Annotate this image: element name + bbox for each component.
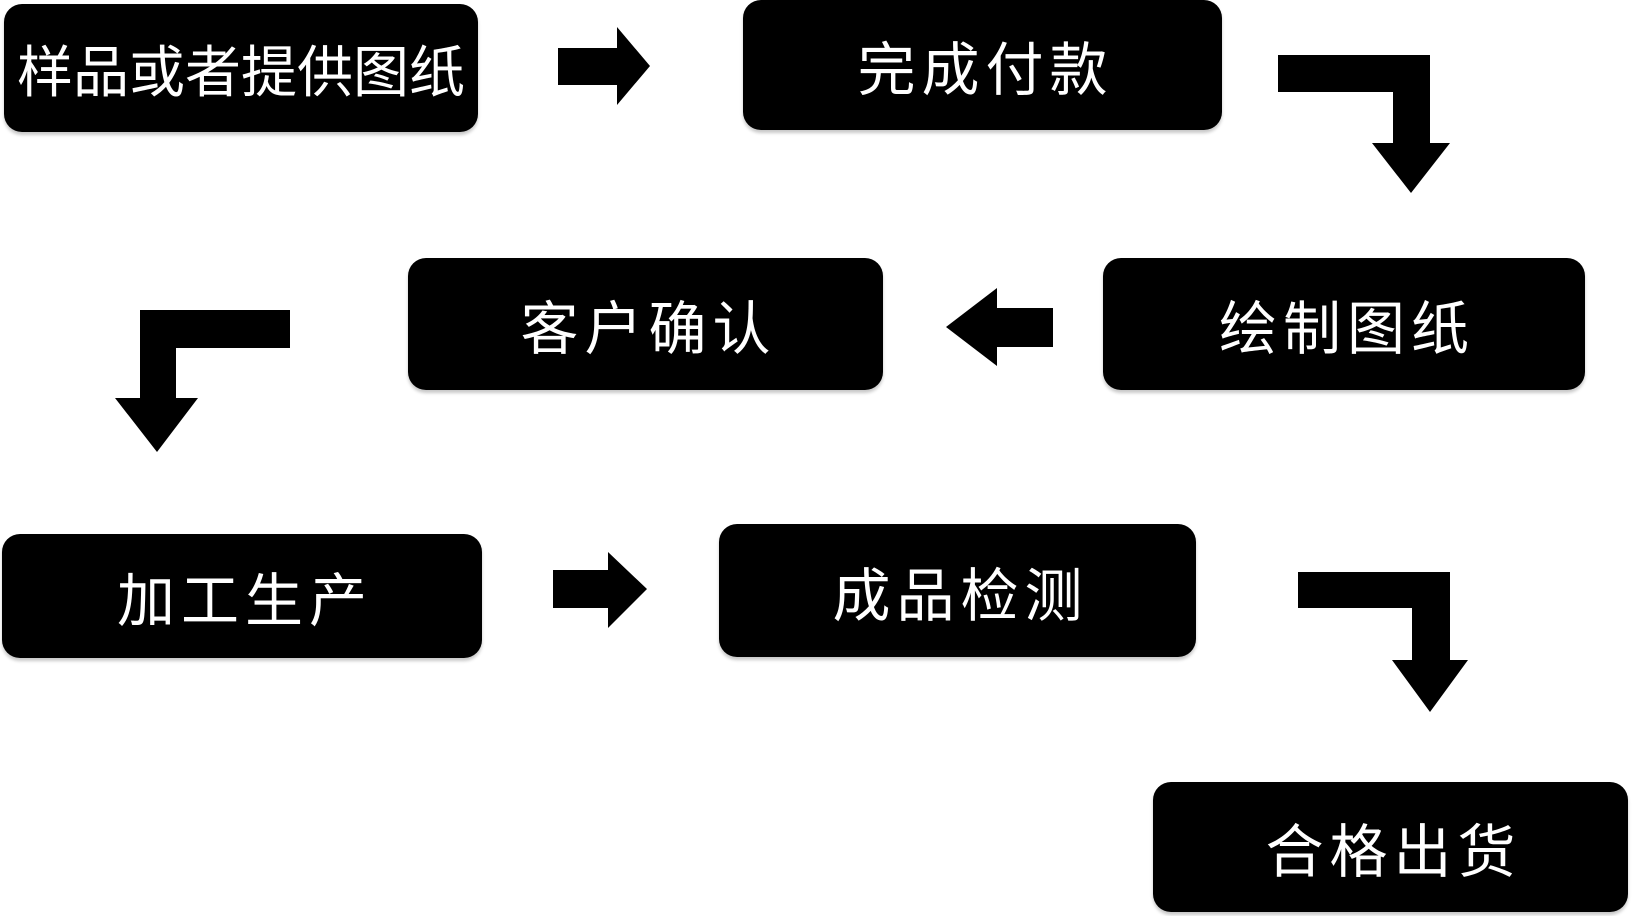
node-sample-or-provide-drawings: 样品或者提供图纸 (4, 4, 478, 132)
node-label: 加工生产 (116, 569, 373, 634)
node-customer-confirmation: 客户确认 (408, 258, 883, 390)
elbow-arrow-down-right-icon (1298, 572, 1468, 712)
node-label: 客户确认 (520, 297, 777, 362)
node-finished-product-inspection: 成品检测 (719, 524, 1196, 657)
arrow-right-icon (553, 552, 647, 628)
node-label: 完成付款 (857, 38, 1114, 103)
arrow-left-icon (946, 288, 1053, 366)
node-label: 样品或者提供图纸 (17, 40, 465, 104)
node-draw-drawings: 绘制图纸 (1103, 258, 1585, 390)
arrow-right-icon (558, 27, 650, 105)
elbow-arrow-down-left-icon (115, 310, 290, 452)
node-label: 合格出货 (1265, 820, 1522, 885)
node-label: 成品检测 (832, 563, 1089, 629)
node-complete-payment: 完成付款 (743, 0, 1222, 130)
node-qualified-shipment: 合格出货 (1153, 782, 1628, 912)
node-processing-production: 加工生产 (2, 534, 482, 658)
elbow-arrow-down-right-icon (1278, 55, 1450, 193)
node-label: 绘制图纸 (1218, 297, 1475, 362)
